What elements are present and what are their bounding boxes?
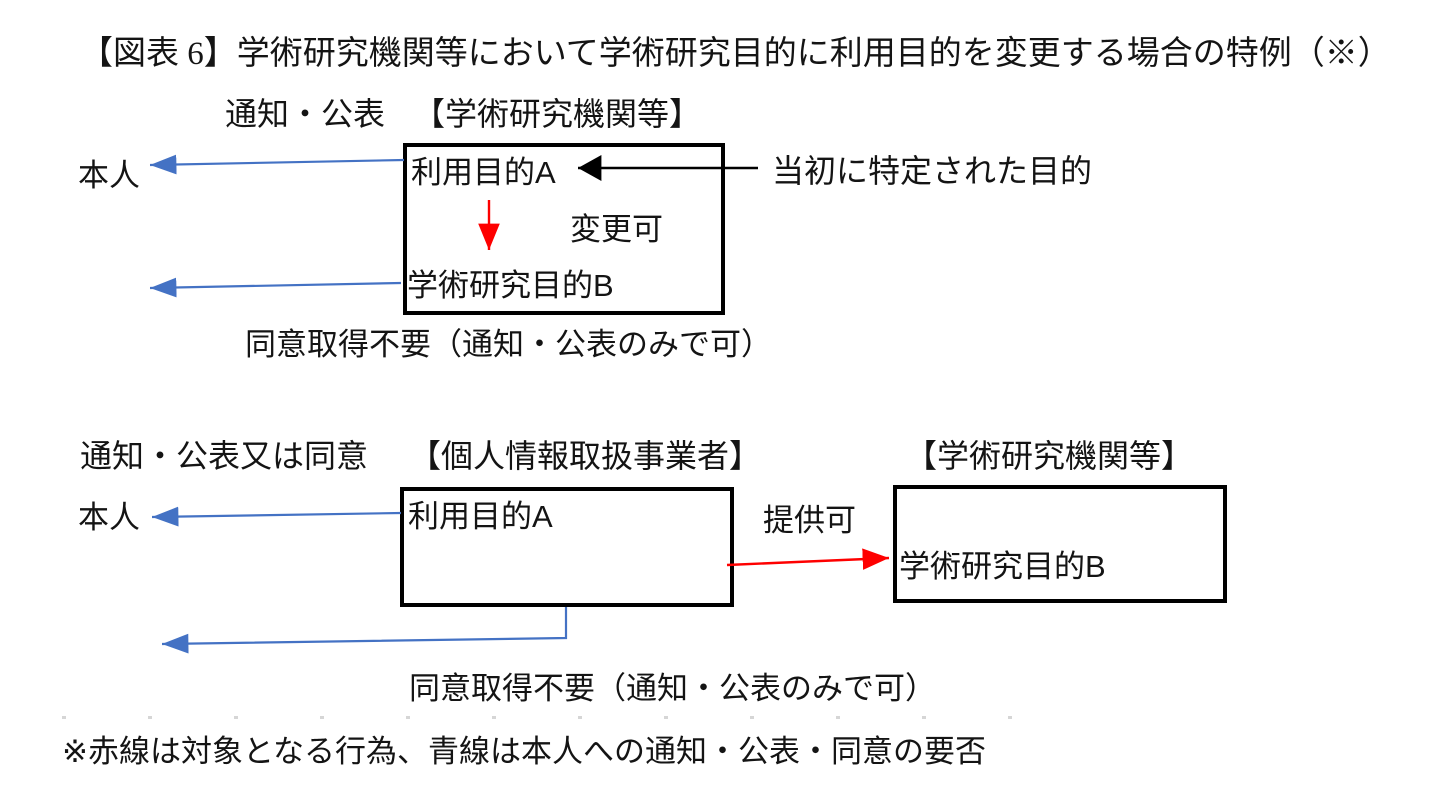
d1-caption: 同意取得不要（通知・公表のみで可） [245, 327, 772, 362]
figure-footnote: ※赤線は対象となる行為、青線は本人への通知・公表・同意の要否 [62, 734, 987, 769]
d2-institution-box [893, 485, 1227, 603]
d2-blue-notify-arrow [151, 506, 402, 527]
d2-red-provide-arrow [726, 548, 890, 570]
d2-provide-allowed-label: 提供可 [763, 503, 856, 538]
d2-blue-elbow-arrow [161, 607, 568, 654]
d1-institution-label: 【学術研究機関等】 [413, 96, 702, 132]
d1-person-label: 本人 [78, 158, 140, 193]
d1-change-allowed-label: 変更可 [570, 212, 663, 247]
d1-institution-box [403, 143, 725, 315]
d1-notify-label: 通知・公表 [225, 96, 386, 132]
d2-purpose-a: 利用目的A [408, 499, 553, 534]
d2-business-label: 【個人情報取扱事業者】 [409, 438, 762, 474]
d2-institution-label: 【学術研究機関等】 [905, 438, 1194, 474]
d1-blue-notify-arrow-2 [149, 277, 402, 298]
dotted-divider [62, 716, 1077, 719]
figure-title: 【図表 6】学術研究機関等において学術研究目的に利用目的を変更する場合の特例（※… [80, 36, 1391, 72]
d2-purpose-b: 学術研究目的B [899, 549, 1106, 584]
d1-purpose-a: 利用目的A [411, 155, 556, 190]
d2-business-box [400, 487, 734, 607]
d1-initial-purpose-label: 当初に特定された目的 [772, 153, 1093, 189]
d2-person-label: 本人 [78, 500, 140, 535]
d2-caption: 同意取得不要（通知・公表のみで可） [409, 671, 936, 706]
d1-blue-notify-arrow [149, 154, 405, 175]
d2-notify-label: 通知・公表又は同意 [80, 438, 369, 474]
d1-purpose-b: 学術研究目的B [407, 268, 614, 303]
